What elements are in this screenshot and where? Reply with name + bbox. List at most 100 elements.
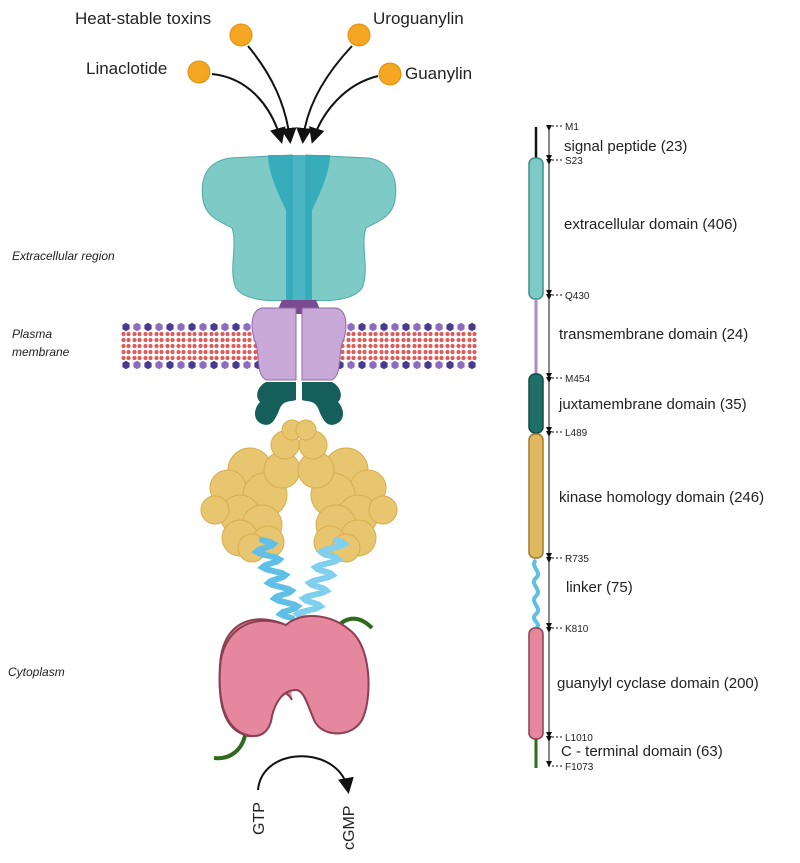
lipid-head xyxy=(210,322,218,332)
lipid-tail-bead xyxy=(209,349,214,355)
residue-label-r735: R735 xyxy=(565,554,589,565)
lipid-tail-bead xyxy=(373,349,378,355)
lipid-tail-bead xyxy=(126,343,131,349)
lipid-tail-bead xyxy=(176,337,181,343)
lipid-tail-bead xyxy=(445,331,450,337)
residue-label-l1010: L1010 xyxy=(565,733,593,744)
lipid-tail-bead xyxy=(395,331,400,337)
lipid-head xyxy=(402,322,410,332)
lipid-tail-bead xyxy=(165,331,170,337)
lipid-tail-bead xyxy=(368,331,373,337)
lipid-tail-bead xyxy=(225,343,230,349)
lipid-tail-bead xyxy=(406,349,411,355)
lipid-tail-bead xyxy=(236,343,241,349)
map-extracellular-bar xyxy=(528,157,544,300)
lipid-tail-bead xyxy=(357,331,362,337)
juxtamembrane-right xyxy=(302,382,343,425)
lipid-tail-bead xyxy=(467,349,472,355)
lipid-tail-bead xyxy=(231,349,236,355)
lipid-tail-bead xyxy=(132,331,137,337)
lipid-tail-bead xyxy=(445,343,450,349)
lipid-tail-bead xyxy=(225,355,230,361)
ligand-ball-linaclotide xyxy=(187,60,211,84)
lipid-tail-bead xyxy=(373,355,378,361)
lipid-head xyxy=(347,360,355,370)
lipid-head xyxy=(243,360,251,370)
lipid-tail-bead xyxy=(406,355,411,361)
lipid-tail-bead xyxy=(170,331,175,337)
domain-label-kinase-homology: kinase homology domain (246) xyxy=(559,489,764,506)
lipid-tail-bead xyxy=(379,355,384,361)
ligand-ball-uroguanylin xyxy=(347,23,371,47)
lipid-tail-bead xyxy=(132,337,137,343)
lipid-tail-bead xyxy=(187,349,192,355)
lipid-tail-bead xyxy=(373,331,378,337)
lipid-tail-bead xyxy=(181,337,186,343)
extracellular-domain-structure xyxy=(201,154,397,302)
residue-label-m1: M1 xyxy=(565,122,579,133)
lipid-tail-bead xyxy=(192,343,197,349)
lipid-tail-bead xyxy=(126,355,131,361)
lipid-tail-bead xyxy=(467,343,472,349)
lipid-tail-bead xyxy=(357,355,362,361)
kinase-subunit xyxy=(295,419,317,441)
lipid-head xyxy=(232,322,240,332)
lipid-head xyxy=(232,360,240,370)
lipid-tail-bead xyxy=(401,337,406,343)
lipid-head xyxy=(380,322,388,332)
lipid-head xyxy=(446,322,454,332)
lipid-tail-bead xyxy=(143,355,148,361)
lipid-tail-bead xyxy=(461,337,466,343)
lipid-tail-bead xyxy=(148,343,153,349)
lipid-tail-bead xyxy=(220,331,225,337)
lipid-head xyxy=(122,360,130,370)
lipid-tail-bead xyxy=(445,337,450,343)
map-boundary-ticks xyxy=(548,125,562,767)
lipid-tail-bead xyxy=(231,343,236,349)
cytoplasm-label: Cytoplasm xyxy=(8,665,65,679)
lipid-head xyxy=(166,322,174,332)
lipid-head xyxy=(413,322,421,332)
lipid-tail-bead xyxy=(203,349,208,355)
lipid-tail-bead xyxy=(165,355,170,361)
lipid-tail-bead xyxy=(209,337,214,343)
lipid-tail-bead xyxy=(472,343,477,349)
lipid-tail-bead xyxy=(423,355,428,361)
lipid-tail-bead xyxy=(247,337,252,343)
domain-label-extracellular: extracellular domain (406) xyxy=(564,216,737,233)
juxtamembrane-left xyxy=(255,382,296,425)
domain-label-c-terminal: C - terminal domain (63) xyxy=(561,743,723,760)
lipid-tail-bead xyxy=(467,337,472,343)
lipid-tail-bead xyxy=(121,343,126,349)
lipid-tail-bead xyxy=(154,349,159,355)
lipid-head xyxy=(199,322,207,332)
lipid-head xyxy=(358,360,366,370)
lipid-tail-bead xyxy=(456,331,461,337)
linker-helices xyxy=(251,537,350,621)
lipid-tail-bead xyxy=(126,337,131,343)
lipid-tail-bead xyxy=(181,331,186,337)
lipid-tail-bead xyxy=(187,331,192,337)
lipid-tail-bead xyxy=(242,349,247,355)
lipid-tail-bead xyxy=(423,331,428,337)
lipid-tail-bead xyxy=(428,337,433,343)
lipid-head xyxy=(188,322,196,332)
lipid-tail-bead xyxy=(198,355,203,361)
lipid-tail-bead xyxy=(154,337,159,343)
lipid-tail-bead xyxy=(346,343,351,349)
lipid-head xyxy=(402,360,410,370)
lipid-tail-bead xyxy=(373,343,378,349)
lipid-tail-bead xyxy=(181,355,186,361)
lipid-head xyxy=(369,360,377,370)
lipid-tail-bead xyxy=(456,343,461,349)
lipid-tail-bead xyxy=(368,355,373,361)
lipid-tail-bead xyxy=(203,343,208,349)
extracellular-region-label: Extracellular region xyxy=(12,249,115,263)
lipid-tail-bead xyxy=(439,355,444,361)
plasma-membrane-label-line1: Plasma xyxy=(12,327,52,341)
residue-label-l489: L489 xyxy=(565,428,588,439)
domain-label-signal-peptide: signal peptide (23) xyxy=(564,138,687,155)
lipid-tail-bead xyxy=(159,343,164,349)
lipid-tail-bead xyxy=(406,343,411,349)
lipid-tail-bead xyxy=(148,331,153,337)
